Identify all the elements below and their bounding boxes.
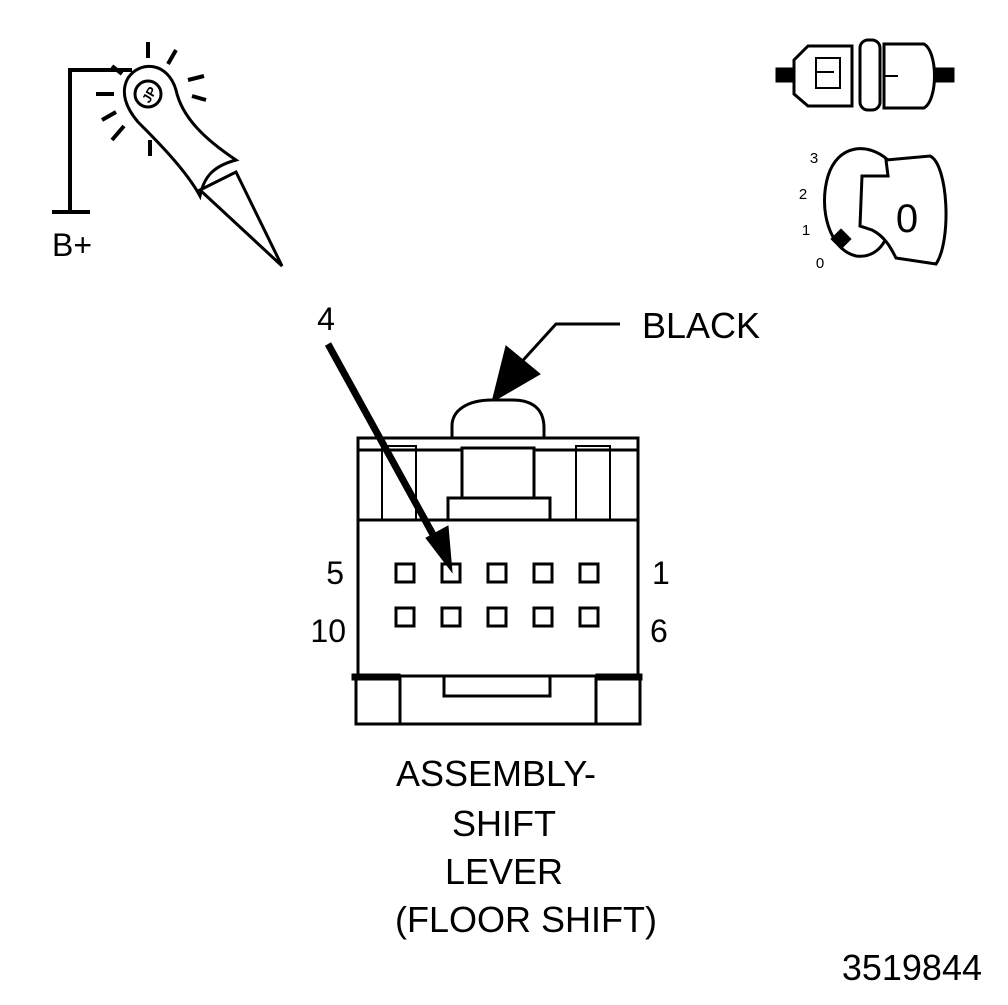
pin-callout-label: 4	[317, 301, 335, 337]
light-rays-icon	[96, 42, 207, 156]
caption-line-3: LEVER	[445, 851, 563, 892]
ignition-position-2: 2	[799, 186, 807, 203]
ignition-position-1: 1	[802, 222, 810, 239]
key-position-mark: 0	[896, 197, 918, 241]
ignition-position-0: 0	[816, 255, 824, 272]
test-light-tip	[197, 169, 284, 268]
connector-pair-icon	[775, 38, 955, 112]
pin-label-6: 6	[650, 613, 668, 649]
pin-label-10: 10	[310, 613, 346, 649]
connector-caption: ASSEMBLY- SHIFT LEVER (FLOOR SHIFT)	[395, 753, 657, 940]
caption-line-4: (FLOOR SHIFT)	[395, 899, 657, 940]
caption-line-2: SHIFT	[452, 803, 556, 844]
svg-text:JP: JP	[139, 84, 160, 106]
test-light-lead	[68, 68, 132, 212]
connector-face: 5 1 10 6	[310, 398, 670, 726]
pin-cavity-6	[578, 606, 600, 628]
ignition-position-3: 3	[810, 150, 818, 167]
b-plus-label: B+	[52, 227, 92, 263]
pin-label-1: 1	[652, 555, 670, 591]
pin-cavity-2	[532, 562, 554, 584]
pin-cavity-3	[486, 562, 508, 584]
pin-cavity-8	[486, 606, 508, 628]
pin-label-5: 5	[326, 555, 344, 591]
color-callout: BLACK	[491, 305, 760, 404]
ignition-switch-icon: 0 3 2 1 0	[799, 147, 948, 272]
test-light-icon: JP B+	[52, 42, 284, 268]
pin-cavity-10	[394, 606, 416, 628]
pin-callout: 4	[317, 301, 453, 574]
pin-cavity-1	[578, 562, 600, 584]
connector-color-label: BLACK	[642, 305, 760, 346]
pin-cavity-9	[440, 606, 462, 628]
pin-cavity-7	[532, 606, 554, 628]
caption-line-1: ASSEMBLY-	[396, 753, 596, 794]
test-light-bulb	[133, 79, 163, 109]
figure-number: 3519844	[842, 947, 982, 988]
pin-cavity-5	[394, 562, 416, 584]
